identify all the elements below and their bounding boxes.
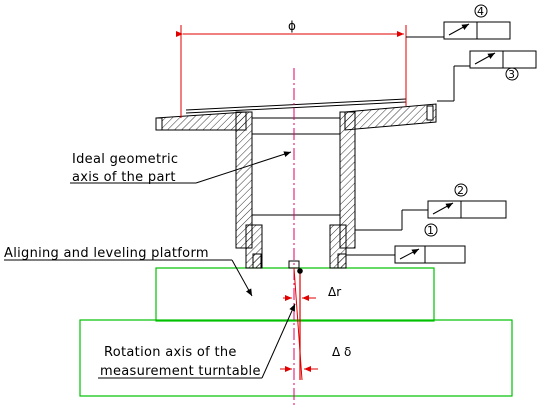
delta-delta-label: Δ δ [332, 345, 351, 359]
axis-intersection-point [297, 268, 303, 274]
rotation-leader [261, 303, 296, 379]
delta-r-label: Δr [328, 285, 341, 299]
diameter-symbol: ϕ [288, 19, 296, 33]
callout-4 [406, 4, 511, 40]
callout-2-number: 2 [457, 184, 464, 197]
platform-label: Aligning and leveling platform [4, 246, 209, 261]
callout-3-number: 3 [508, 68, 515, 81]
diameter-dimension [176, 25, 407, 118]
ideal-axis-leader [195, 151, 292, 184]
callout-2 [355, 183, 507, 231]
ideal-axis-label-line1: Ideal geometric [72, 152, 178, 167]
ideal-axis-label-line2: axis of the part [72, 170, 176, 185]
tilted-axis-line [293, 267, 303, 381]
rotation-label-line1: Rotation axis of the [104, 345, 237, 360]
rotation-label-line2: measurement turntable [100, 364, 261, 379]
turntable-base [79, 319, 513, 397]
callout-4-number: 4 [477, 5, 484, 18]
callout-1 [346, 223, 466, 264]
platform-leader [231, 259, 253, 297]
callout-3 [437, 50, 537, 102]
part-cross-section [155, 98, 437, 269]
callout-1-number: 1 [427, 224, 434, 237]
